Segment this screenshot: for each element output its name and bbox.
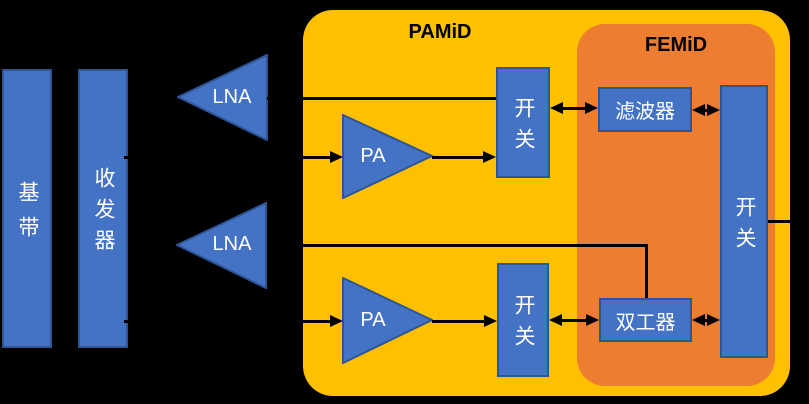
pa2-input-arrowhead-icon (330, 315, 343, 327)
lna1-to-switch1-line (267, 97, 496, 100)
filter-block: 滤波器 (598, 87, 692, 132)
duplexer-antennaswitch-doublearrow (698, 319, 714, 322)
switch2-block: 开关 (497, 263, 549, 377)
switch2-label: 开关 (512, 294, 535, 356)
duplexer-block: 双工器 (599, 298, 692, 342)
transceiver-block: 收发器 (78, 69, 128, 348)
pa1-label: PA (360, 145, 386, 167)
transceiver-to-pa2-line (124, 320, 332, 323)
pa1-input-arrowhead-icon (330, 151, 343, 163)
filter-label: 滤波器 (615, 101, 675, 123)
baseband-block: 基带 (2, 69, 52, 348)
lna2-triangle (176, 202, 267, 289)
pa2-to-switch2-line (432, 320, 486, 323)
duplexer-label: 双工器 (615, 311, 676, 334)
lna2-to-duplexer-vertical-line (645, 244, 648, 298)
switch1-label: 开关 (512, 96, 535, 159)
pamid-title: PAMiD (408, 21, 472, 43)
pa2-label: PA (360, 309, 386, 331)
filter-antennaswitch-left-arrowhead-icon (692, 104, 705, 116)
femid-title: FEMiD (644, 34, 708, 56)
filter-antennaswitch-right-arrowhead-icon (707, 104, 720, 116)
lna2-label: LNA (212, 233, 252, 255)
pa1-triangle (342, 114, 433, 199)
switch2-duplexer-doublearrow (557, 319, 591, 322)
filter-antennaswitch-doublearrow (698, 109, 714, 112)
duplexer-antennaswitch-left-arrowhead-icon (692, 314, 705, 326)
lna2-to-duplexer-line (267, 244, 647, 247)
switch1-input-arrowhead-icon (483, 151, 496, 163)
baseband-label: 基带 (16, 180, 39, 251)
transceiver-to-pa1-line (124, 156, 332, 159)
transceiver-label: 收发器 (92, 167, 115, 260)
pa1-to-switch1-line (432, 156, 485, 159)
switch1-block: 开关 (496, 67, 550, 178)
switch1-filter-left-arrowhead-icon (550, 102, 563, 114)
antenna-port-line (768, 220, 802, 223)
switch1-filter-doublearrow (558, 107, 592, 110)
pa2-triangle (342, 277, 433, 364)
switch1-filter-right-arrowhead-icon (585, 102, 598, 114)
antenna-switch-block: 开关 (720, 85, 768, 358)
duplexer-antennaswitch-right-arrowhead-icon (707, 314, 720, 326)
lna1-label: LNA (212, 86, 252, 108)
switch2-input-arrowhead-icon (484, 315, 497, 327)
antenna-switch-label: 开关 (733, 195, 756, 258)
switch2-duplexer-left-arrowhead-icon (549, 314, 562, 326)
switch2-duplexer-right-arrowhead-icon (586, 314, 599, 326)
